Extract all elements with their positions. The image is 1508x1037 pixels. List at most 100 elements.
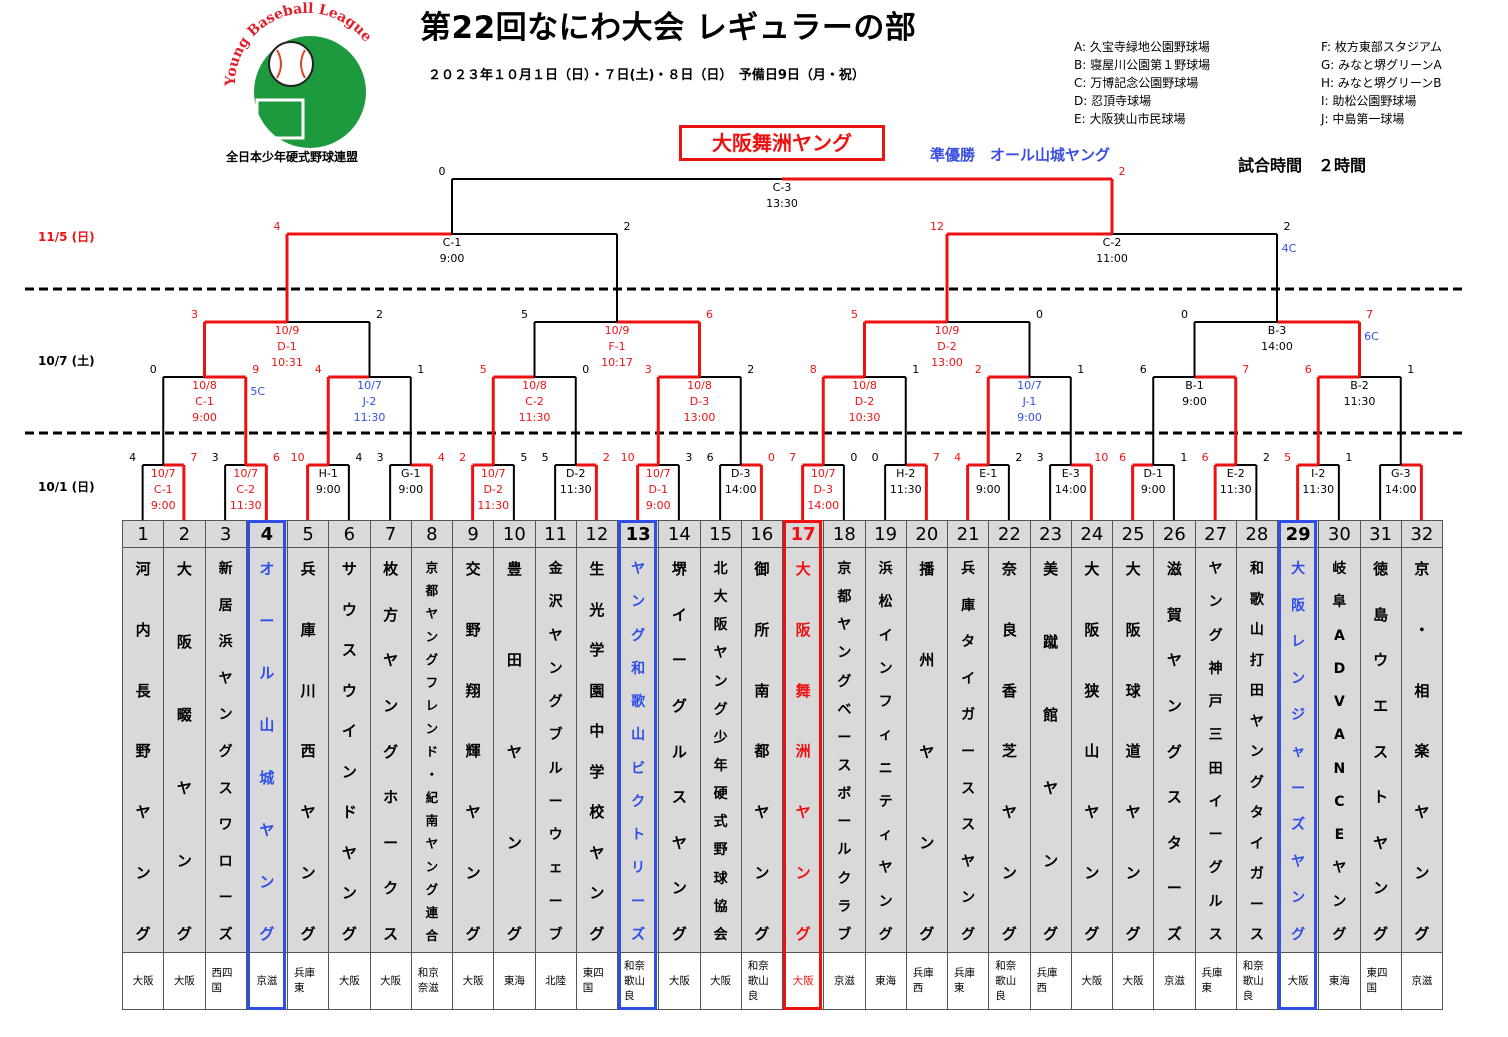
- score: 0: [582, 363, 589, 376]
- match-code: C-2: [1103, 236, 1122, 249]
- match-time: 9:00: [440, 252, 465, 265]
- score: 6: [707, 451, 714, 464]
- score: 0: [872, 451, 879, 464]
- team-number: 17: [782, 520, 824, 548]
- baseball-icon: [268, 41, 314, 87]
- score: 6: [1202, 451, 1209, 464]
- match-date: 10/9: [935, 324, 960, 337]
- score: 2: [603, 451, 610, 464]
- date-label-round2: 10/7 (土): [38, 354, 95, 368]
- team-name: 徳島ウエストヤング: [1359, 548, 1401, 952]
- score: 5: [480, 363, 487, 376]
- match-code: C-1: [443, 236, 462, 249]
- team-number: 5: [287, 520, 329, 548]
- score: 10: [1094, 451, 1108, 464]
- team-number: 16: [740, 520, 782, 548]
- score: 3: [685, 451, 692, 464]
- team-number: 7: [369, 520, 411, 548]
- score: 4: [355, 451, 362, 464]
- team-name: ヤング神戸三田イーグルス: [1194, 548, 1236, 952]
- team-number: 1: [122, 520, 164, 548]
- team-name: 河内長野ヤング: [122, 548, 164, 952]
- score: 0: [150, 363, 157, 376]
- team-number: 26: [1153, 520, 1195, 548]
- team-name: サウスウインドヤング: [328, 548, 370, 952]
- match-code: D-3: [690, 395, 709, 408]
- page-title: 第22回なにわ大会 レギュラーの部: [420, 10, 917, 46]
- team-number: 3: [204, 520, 246, 548]
- venue-item: D: 忍頂寺球場: [1074, 94, 1152, 108]
- match-date: 10/7: [233, 467, 258, 480]
- logo-caption: 全日本少年硬式野球連盟: [226, 150, 359, 164]
- team-region: 兵庫東: [947, 952, 989, 1010]
- team-name: 堺イーグルスヤング: [658, 548, 700, 952]
- team-name: 京都ヤングフレンド・紀南ヤング連合: [410, 548, 452, 952]
- venue-item: B: 寝屋川公園第１野球場: [1074, 58, 1211, 72]
- team-number: 22: [988, 520, 1030, 548]
- match-code: D-2: [937, 340, 956, 353]
- team-name: 大阪球道ヤング: [1112, 548, 1154, 952]
- match-code: D-1: [1144, 467, 1163, 480]
- match-date: 10/7: [151, 467, 176, 480]
- match-code: E-3: [1062, 467, 1080, 480]
- match-time: 9:00: [1141, 483, 1166, 496]
- score: 9: [252, 363, 259, 376]
- match-date: 10/7: [646, 467, 671, 480]
- score: 10: [621, 451, 635, 464]
- team-number: 25: [1112, 520, 1154, 548]
- team-name: ヤング和歌山ビクトリーズ: [617, 548, 659, 952]
- team-name: 滋賀ヤングスターズ: [1153, 548, 1195, 952]
- team-region: 東四国: [1359, 952, 1401, 1010]
- match-time: 9:00: [1182, 395, 1207, 408]
- match-time: 11:30: [477, 499, 509, 512]
- match-date: 10/7: [1017, 379, 1042, 392]
- match-code: C-1: [154, 483, 173, 496]
- venue-item: C: 万博記念公園野球場: [1074, 76, 1199, 90]
- team-number: 8: [410, 520, 452, 548]
- team-region: 京滋: [823, 952, 865, 1010]
- team-number: 32: [1400, 520, 1442, 548]
- score: 4: [315, 363, 322, 376]
- team-name: 播州ヤング: [905, 548, 947, 952]
- team-name: オール山城ヤング: [245, 548, 287, 952]
- score: 3: [1037, 451, 1044, 464]
- match-code: D-3: [731, 467, 750, 480]
- score: 1: [417, 363, 424, 376]
- match-time: 9:00: [646, 499, 671, 512]
- team-number: 12: [575, 520, 617, 548]
- match-date: 10/7: [481, 467, 506, 480]
- match-date: 10/8: [192, 379, 217, 392]
- score: 8: [810, 363, 817, 376]
- score: 6: [1140, 363, 1147, 376]
- score: 5: [520, 451, 527, 464]
- match-code: D-2: [566, 467, 585, 480]
- team-region: 兵庫西: [905, 952, 947, 1010]
- team-region: 京滋: [1400, 952, 1442, 1010]
- match-code: F-1: [608, 340, 625, 353]
- score: 3: [191, 308, 198, 321]
- team-number: 2: [163, 520, 205, 548]
- match-time: 11:30: [1302, 483, 1334, 496]
- score: 2: [624, 220, 631, 233]
- match-code: B-3: [1268, 324, 1287, 337]
- match-code: C-3: [773, 181, 792, 194]
- score: 5: [851, 308, 858, 321]
- match-code: B-1: [1185, 379, 1204, 392]
- date-label-round1: 10/1 (日): [38, 480, 95, 494]
- score: 5: [542, 451, 549, 464]
- team-number: 21: [947, 520, 989, 548]
- score: 2: [459, 451, 466, 464]
- score: 2: [1284, 220, 1291, 233]
- match-note: 6C: [1364, 330, 1379, 343]
- match-time: 11:30: [890, 483, 922, 496]
- match-time: 9:00: [1017, 411, 1042, 424]
- score: 7: [190, 451, 197, 464]
- score: 4: [954, 451, 961, 464]
- score: 7: [1242, 363, 1249, 376]
- match-time: 10:17: [601, 356, 633, 369]
- team-number: 28: [1235, 520, 1277, 548]
- match-time: 14:00: [807, 499, 839, 512]
- score: 3: [212, 451, 219, 464]
- team-region: 兵庫東: [287, 952, 329, 1010]
- team-number: 20: [905, 520, 947, 548]
